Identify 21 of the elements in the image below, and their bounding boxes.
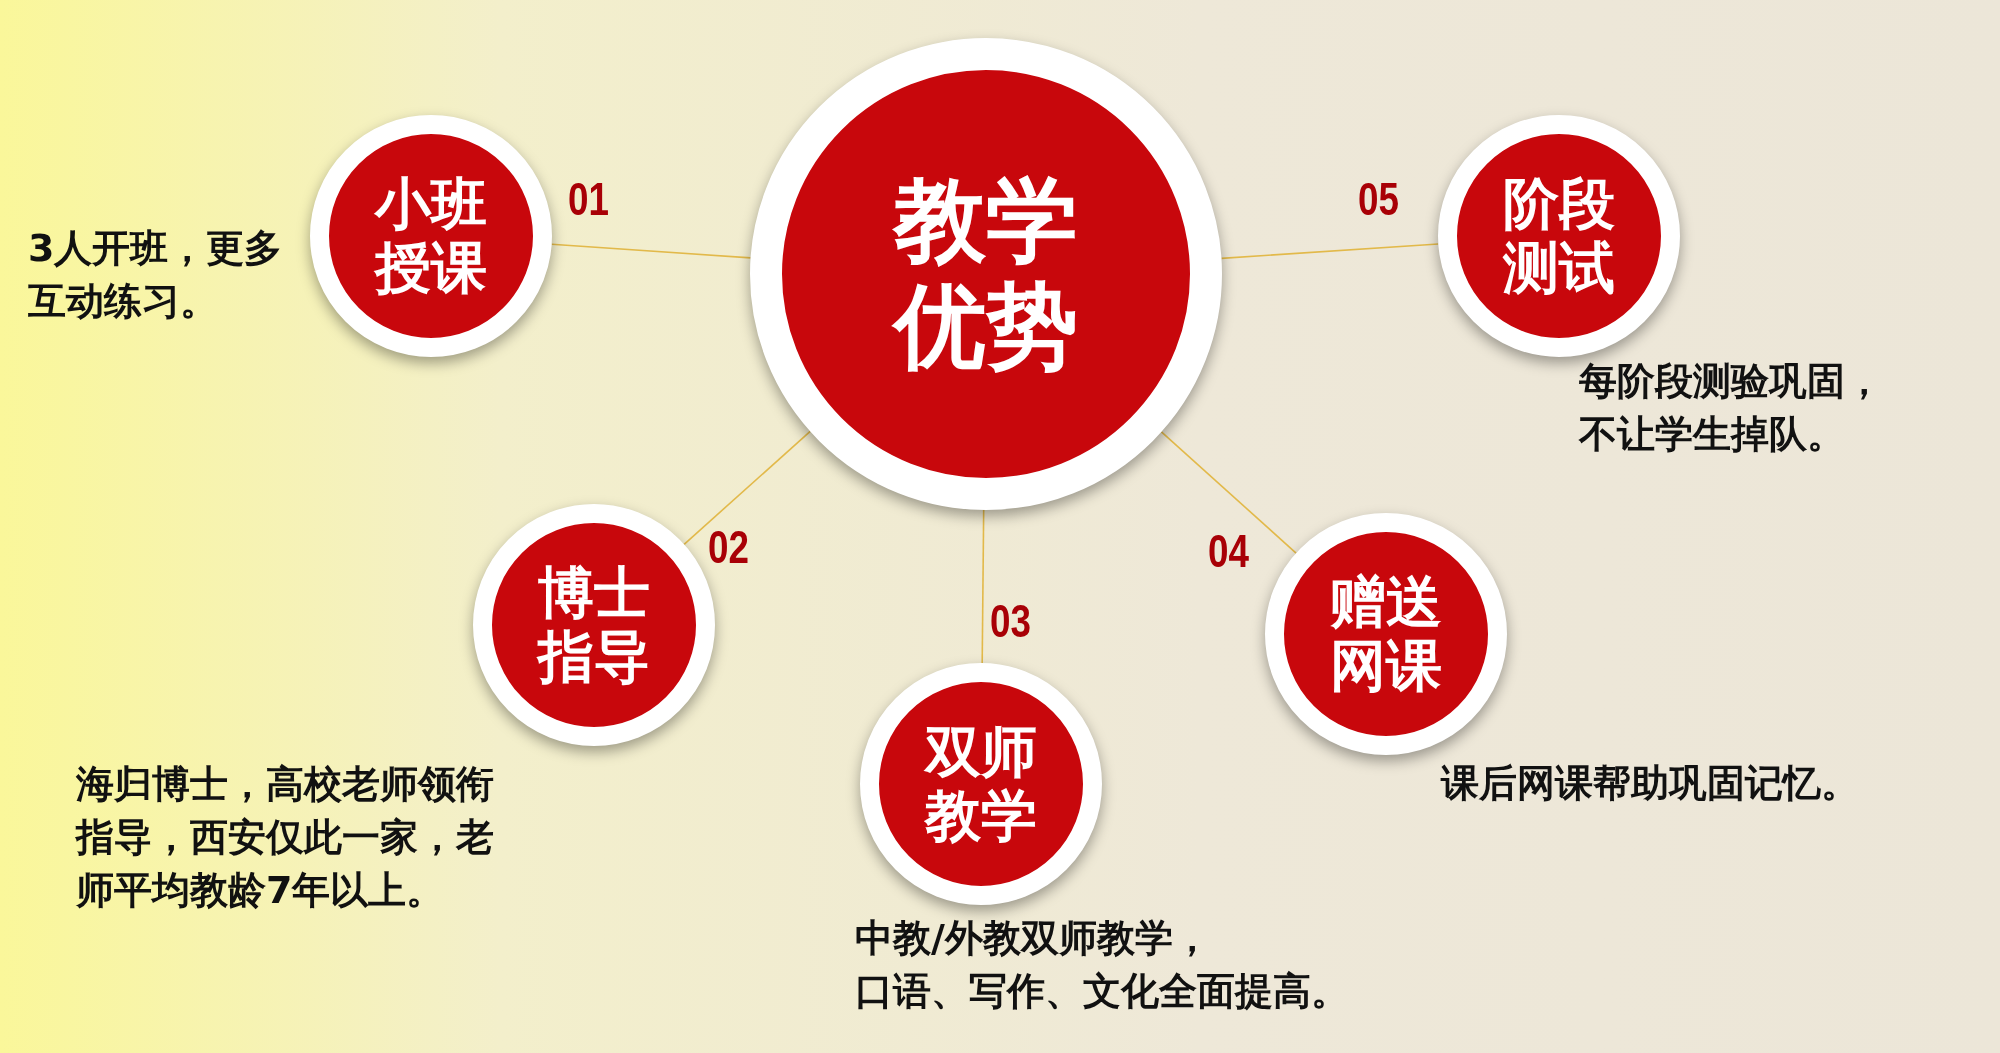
connector-line [981,509,985,664]
description-text: 海归博士，高校老师领衔指导，西安仅此一家，老师平均教龄7年以上。 [76,761,495,915]
circle-label: 阶段测试 [1501,171,1616,301]
circle-label: 赠送网课 [1329,569,1443,699]
step-number: 01 [568,172,609,226]
description-text: 口语、写作、文化全面提高。 [855,968,1350,1015]
step-number: 04 [1208,524,1249,578]
step-number: 05 [1358,172,1399,226]
circle-label: 小班授课 [373,171,488,301]
connector-line [1220,243,1440,260]
step-number: 03 [990,594,1031,648]
connector-line [1160,431,1297,554]
description-text: 每阶段测验巩固，不让学生掉队。 [1579,358,1884,459]
circle-label: 教学优势 [891,168,1081,380]
description-text: 中教/外教双师教学， [855,915,1212,962]
description-text: 课后网课帮助巩固记忆。 [1441,760,1860,807]
circle-label: 博士指导 [536,560,651,690]
description-text: 3人开班，更多互动练习。 [28,225,284,326]
step-number: 02 [708,520,749,574]
connector-line [683,430,811,546]
circle-label: 双师教学 [923,719,1038,849]
